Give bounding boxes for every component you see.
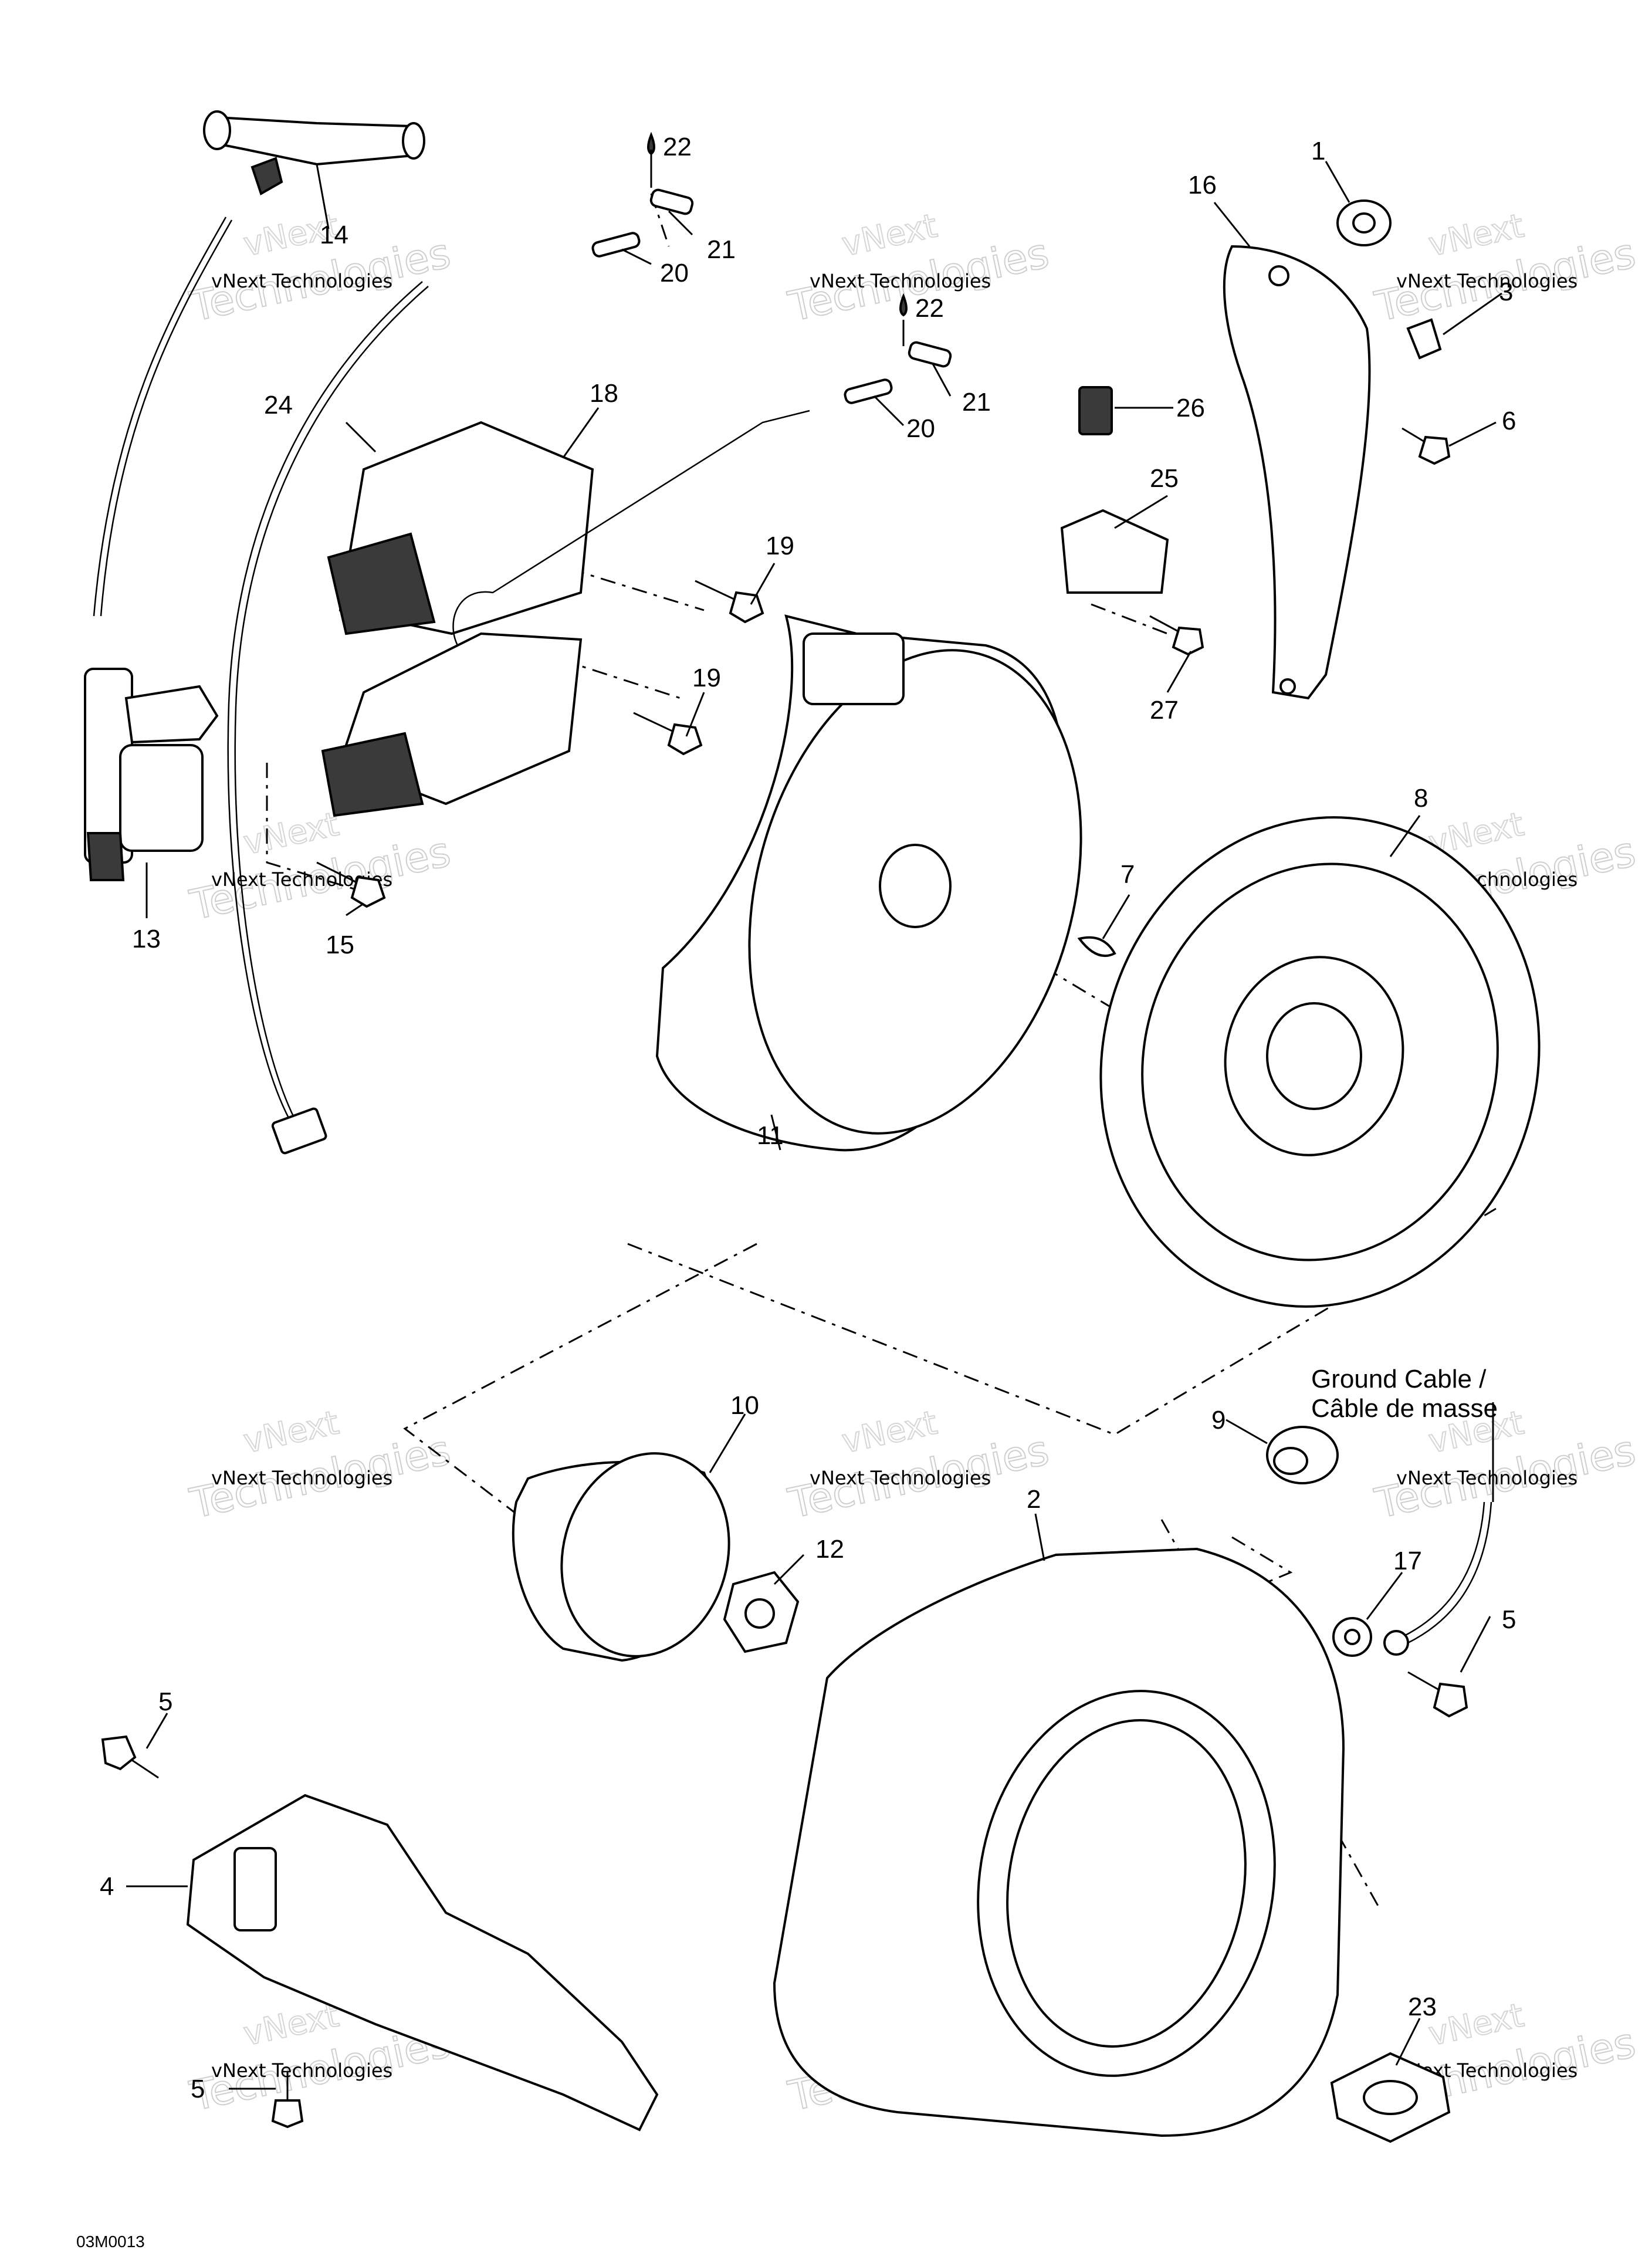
flywheel — [1099, 816, 1541, 1308]
callout-21-lower: 21 — [962, 388, 991, 417]
stator-plate — [655, 614, 1082, 1152]
callout-17: 17 — [1393, 1547, 1422, 1575]
plate-25 — [1060, 509, 1169, 594]
watermark-company: vNext Technologies — [810, 270, 991, 292]
callout-11: 11 — [757, 1121, 784, 1150]
callout-15: 15 — [326, 931, 354, 959]
callout-4: 4 — [100, 1872, 114, 1901]
callout-9: 9 — [1211, 1406, 1226, 1435]
callout-18: 18 — [590, 379, 618, 408]
callout-16: 16 — [1188, 171, 1217, 199]
watermark-company: vNext Technologies — [1396, 1467, 1577, 1489]
watermark-company: vNext Technologies — [211, 270, 392, 292]
callout-1: 1 — [1311, 137, 1325, 165]
callout-13: 13 — [132, 925, 161, 953]
watermark-company: vNext Technologies — [211, 1467, 392, 1489]
watermark-company: vNext Technologies — [211, 2059, 392, 2082]
callout-27: 27 — [1150, 696, 1179, 725]
callout-23: 23 — [1408, 1992, 1437, 2021]
drawing-code: 03M0013 — [76, 2232, 145, 2251]
callout-20-upper: 20 — [660, 259, 689, 287]
grommet-9 — [1266, 1426, 1339, 1484]
screw-5-bottom — [271, 2071, 304, 2129]
charging-coil-lower — [321, 632, 583, 817]
callout-19-lower: 19 — [692, 664, 721, 692]
ht-lead — [93, 216, 227, 617]
callout-12: 12 — [815, 1535, 844, 1564]
screw-6 — [1402, 427, 1451, 465]
callout-5-right: 5 — [1502, 1605, 1516, 1634]
callout-14: 14 — [320, 221, 348, 249]
screw-27 — [1149, 615, 1204, 656]
charging-coil-upper — [327, 421, 594, 635]
screw-19-lower — [633, 712, 703, 756]
ignition-coil — [84, 668, 219, 881]
callout-26: 26 — [1176, 394, 1205, 422]
bracket-16 — [1223, 245, 1371, 700]
ground-cable-label-fr: Câble de masse — [1311, 1394, 1498, 1423]
callout-24: 24 — [264, 391, 293, 420]
wire-harness — [227, 281, 423, 1127]
watermark-company: vNext Technologies — [810, 1467, 991, 1489]
grommet-23 — [1330, 2052, 1451, 2143]
screw-5-right — [1407, 1671, 1468, 1718]
woodruff-key — [1077, 936, 1116, 957]
callout-22-upper: 22 — [663, 133, 692, 161]
lock-washer — [1332, 1617, 1372, 1657]
callout-19-upper: 19 — [766, 532, 794, 560]
nut — [723, 1571, 800, 1653]
callout-6: 6 — [1502, 407, 1516, 435]
callout-8: 8 — [1414, 784, 1428, 813]
callout-22-lower: 22 — [915, 294, 944, 323]
screw-19-upper — [695, 580, 764, 624]
callout-2: 2 — [1027, 1485, 1041, 1514]
screw-15 — [316, 861, 386, 908]
starter-cup — [512, 1452, 730, 1662]
fan-housing — [773, 1547, 1345, 2137]
screw-5-left — [101, 1735, 159, 1779]
callout-5-bottom: 5 — [191, 2075, 205, 2103]
grommet — [1336, 199, 1392, 246]
leader-lines — [126, 150, 1502, 2090]
callout-25: 25 — [1150, 464, 1179, 493]
callouts: 1 16 3 6 26 25 27 18 19 19 24 14 22 21 2… — [76, 133, 1516, 2251]
callout-3: 3 — [1499, 278, 1513, 306]
callout-5-left: 5 — [158, 1687, 172, 1716]
terminals — [591, 131, 952, 404]
spark-plug-cap — [203, 110, 425, 195]
callout-20-lower: 20 — [906, 414, 935, 443]
callout-21-upper: 21 — [707, 235, 736, 264]
connector — [1078, 386, 1113, 435]
callout-10: 10 — [730, 1391, 759, 1420]
watermark-company: vNext Technologies — [1396, 270, 1577, 292]
bracket-4 — [186, 1794, 659, 2132]
clip — [1406, 318, 1442, 360]
callout-7: 7 — [1120, 860, 1135, 889]
ground-cable-label-en: Ground Cable / — [1311, 1365, 1487, 1393]
ground-cable — [1383, 1501, 1492, 1656]
